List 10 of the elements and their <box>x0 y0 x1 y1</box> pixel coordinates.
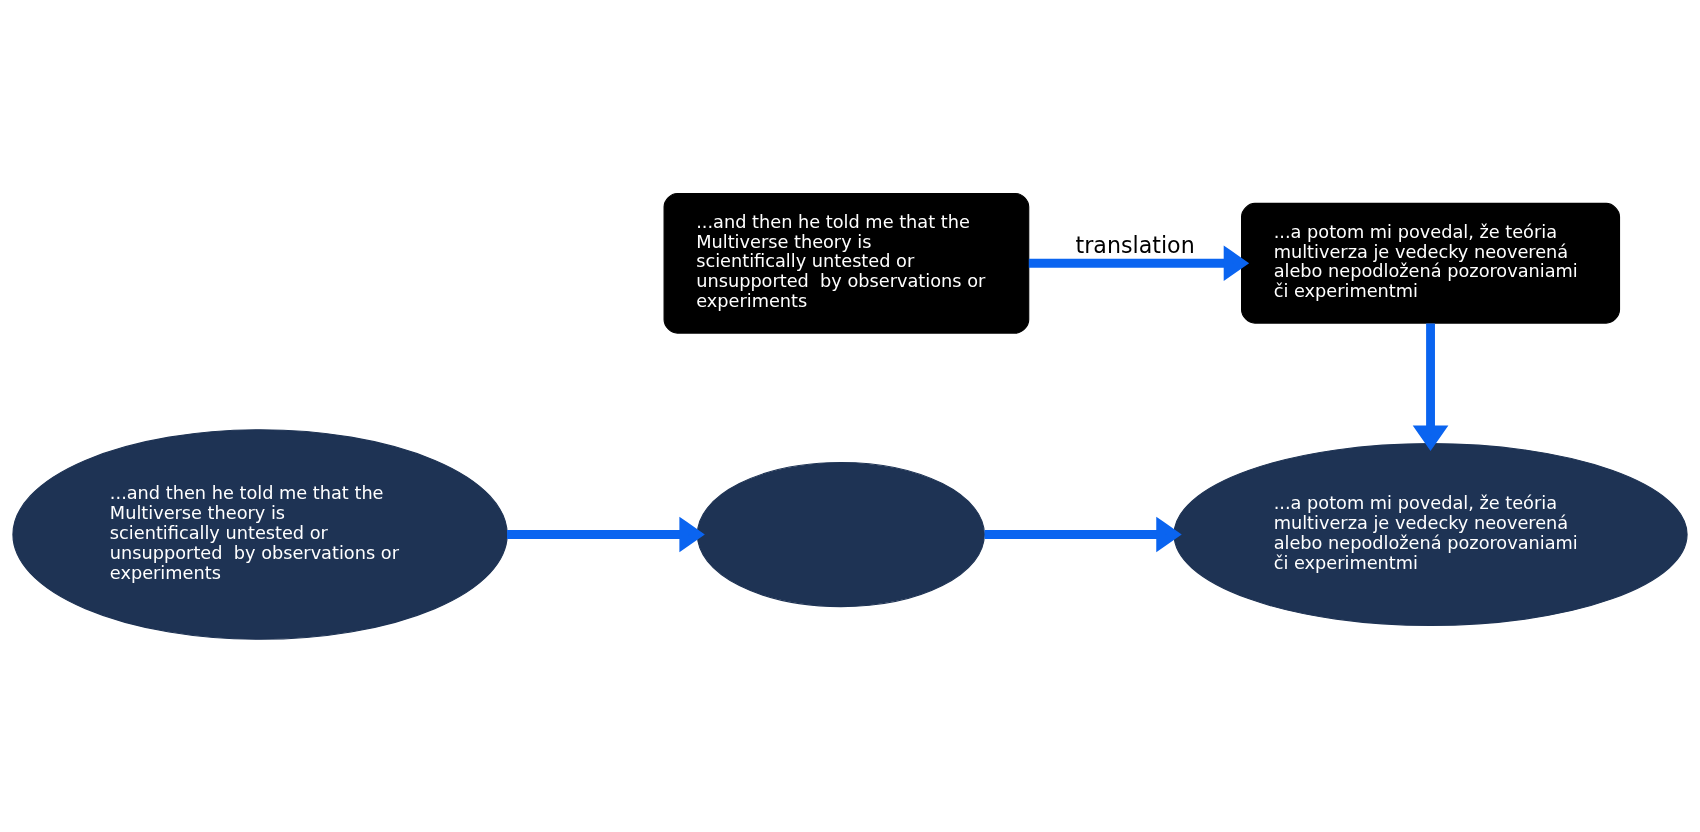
edge-label: translation <box>1075 231 1195 258</box>
node-box: ...and then he told me that the Multiverse theory is scientifically untested or unsupported by observations or experiments <box>663 192 1030 334</box>
node-box: ...a potom mi povedal, že teória multiverza je vedecky neoverená alebo nepodložená pozorovaniami či experimentmi <box>1241 202 1621 324</box>
node-bubble <box>696 461 985 607</box>
arrow <box>984 516 1182 552</box>
arrow <box>507 516 705 552</box>
node-ellipse: ...and then he told me that the Multiverse theory is scientifically untested or unsupported by observations or experiments <box>12 428 508 640</box>
node-ellipse: ...a potom mi povedal, že teória multiverza je vedecky neoverená alebo nepodložená pozorovaniami či experimentmi <box>1173 442 1688 626</box>
arrow <box>1028 244 1250 281</box>
arrow <box>1412 322 1449 451</box>
